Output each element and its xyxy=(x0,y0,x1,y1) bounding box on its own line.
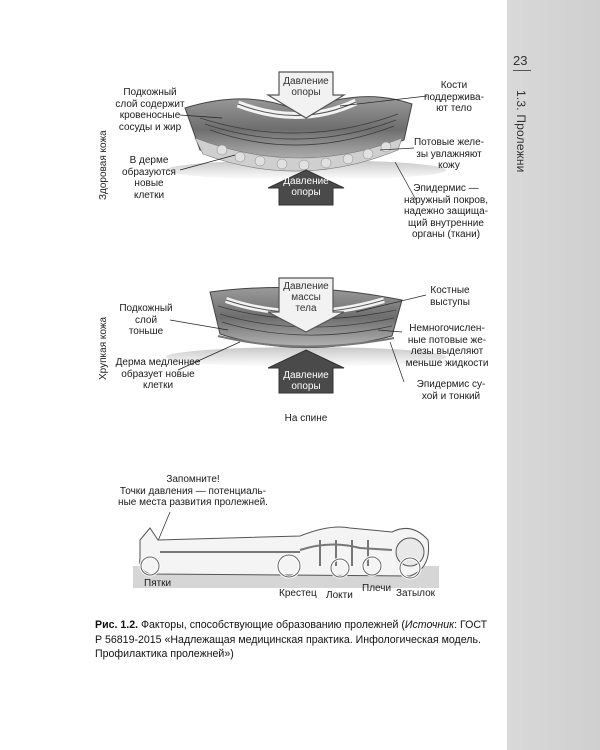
fragile-left-label-subcutaneous: Подкожный слой тоньше xyxy=(119,303,173,337)
pressure-point-elbows: Локти xyxy=(326,590,353,601)
fragile-left-label-dermis: Дерма медленнее образует новые клетки xyxy=(115,357,201,391)
fragile-right-label-epidermis: Эпидермис су- хой и тонкий xyxy=(416,379,486,402)
remember-note: Запомните! Точки давления — потенциаль- … xyxy=(118,474,268,508)
body-figure-illustration xyxy=(133,511,439,588)
pressure-point-sacrum: Крестец xyxy=(279,588,317,599)
caption-text: Факторы, способствующие образованию прол… xyxy=(138,619,405,631)
fragile-top-arrow-label: Давление массы тела xyxy=(283,281,329,314)
healthy-bottom-arrow-label: Давление опоры xyxy=(283,176,329,198)
fragile-right-label-sweat: Немногочислен- ные потовые же- лезы выде… xyxy=(405,323,489,369)
caption-source-text: : ГОСТ Р 56819-2015 «Надлежащая медицинс… xyxy=(95,619,488,660)
healthy-left-label-dermis: В дерме образуются новые клетки xyxy=(122,155,176,201)
fragile-skin-side-label: Хрупкая кожа xyxy=(98,316,109,380)
pressure-point-occiput: Затылок xyxy=(396,588,436,599)
pressure-point-shoulders: Плечи xyxy=(362,583,392,594)
healthy-right-label-sweat: Потовые желе- зы увлажняют кожу xyxy=(413,137,485,171)
fragile-right-label-bones: Костные выступы xyxy=(430,285,470,308)
healthy-right-label-epidermis: Эпидермис — наружный покров, надежно защ… xyxy=(404,183,488,240)
healthy-skin-illustration xyxy=(166,71,446,206)
healthy-left-label-subcutaneous: Подкожный слой содержит кровеносные сосу… xyxy=(115,87,185,133)
healthy-right-label-bones: Кости поддержива- ют тело xyxy=(424,80,484,114)
section-title: 1.3. Пролежни xyxy=(514,90,528,173)
pressure-point-heels: Пятки xyxy=(144,578,172,589)
healthy-top-arrow-label: Давление опоры xyxy=(283,76,329,98)
position-label: На спине xyxy=(284,413,328,424)
healthy-skin-side-label: Здоровая кожа xyxy=(98,130,109,200)
page-number: 23 xyxy=(513,53,528,68)
figure-caption: Рис. 1.2. Факторы, способствующие образо… xyxy=(95,618,490,662)
fragile-skin-illustration xyxy=(166,277,446,394)
fragile-bottom-arrow-label: Давление опоры xyxy=(283,370,329,392)
page-sidebar xyxy=(507,0,600,750)
caption-source-label: Источник xyxy=(404,619,455,631)
page-number-rule xyxy=(513,70,531,71)
caption-label: Рис. 1.2. xyxy=(95,619,139,631)
